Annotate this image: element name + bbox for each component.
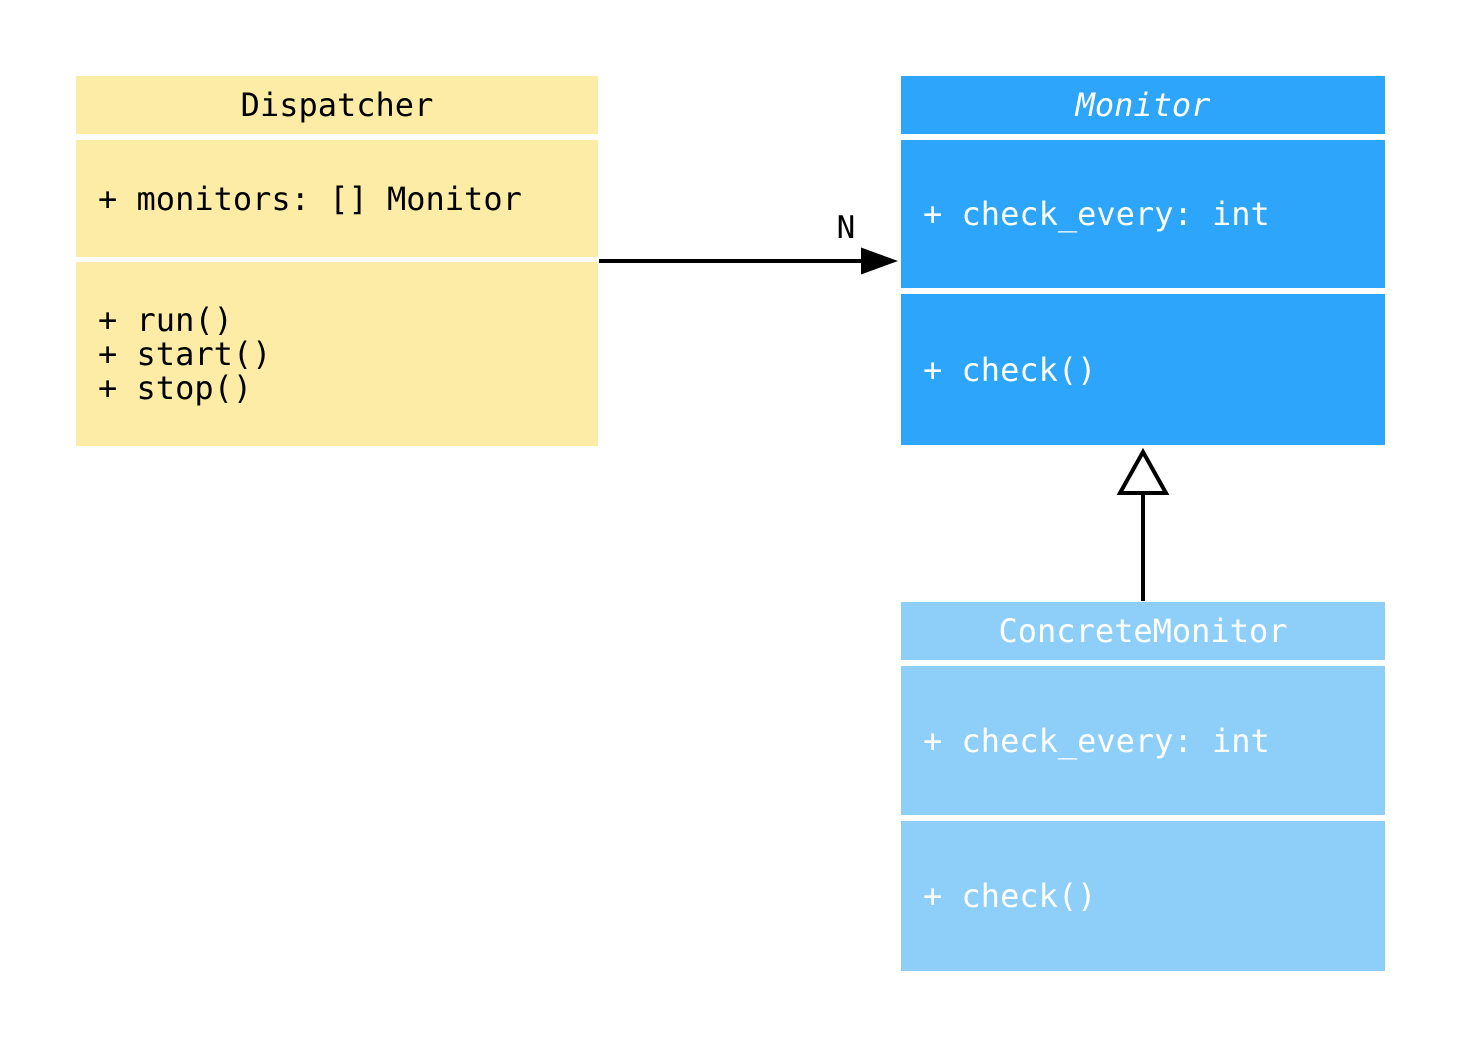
class-attributes-monitor: + check_every: int [901,140,1385,288]
class-box-dispatcher: Dispatcher + monitors: [] Monitor + run(… [76,76,598,446]
class-methods-concretemonitor: + check() [901,821,1385,971]
attribute-line: + check_every: int [923,721,1270,760]
inheritance-arrow [1116,447,1170,601]
class-title-dispatcher: Dispatcher [76,76,598,134]
method-line: + check() [923,350,1097,389]
class-title-monitor: Monitor [901,76,1385,134]
method-line: + stop() [98,369,253,407]
multiplicity-label: N [836,210,856,246]
class-attributes-dispatcher: + monitors: [] Monitor [76,140,598,257]
hollow-triangle-icon [1116,447,1170,495]
filled-arrowhead-icon [861,247,898,275]
class-methods-dispatcher: + run() + start() + stop() [76,262,598,446]
attribute-line: + check_every: int [923,195,1270,233]
method-line: + run() [98,301,233,339]
method-line: + start() [98,335,272,373]
method-line: + check() [923,877,1097,915]
attribute-line: + monitors: [] Monitor [98,179,522,218]
class-box-concretemonitor: ConcreteMonitor + check_every: int + che… [901,602,1385,971]
association-arrow [599,247,898,275]
class-attributes-concretemonitor: + check_every: int [901,666,1385,815]
class-box-monitor: Monitor + check_every: int + check() [901,76,1385,445]
class-title-concretemonitor: ConcreteMonitor [901,602,1385,660]
class-methods-monitor: + check() [901,294,1385,445]
